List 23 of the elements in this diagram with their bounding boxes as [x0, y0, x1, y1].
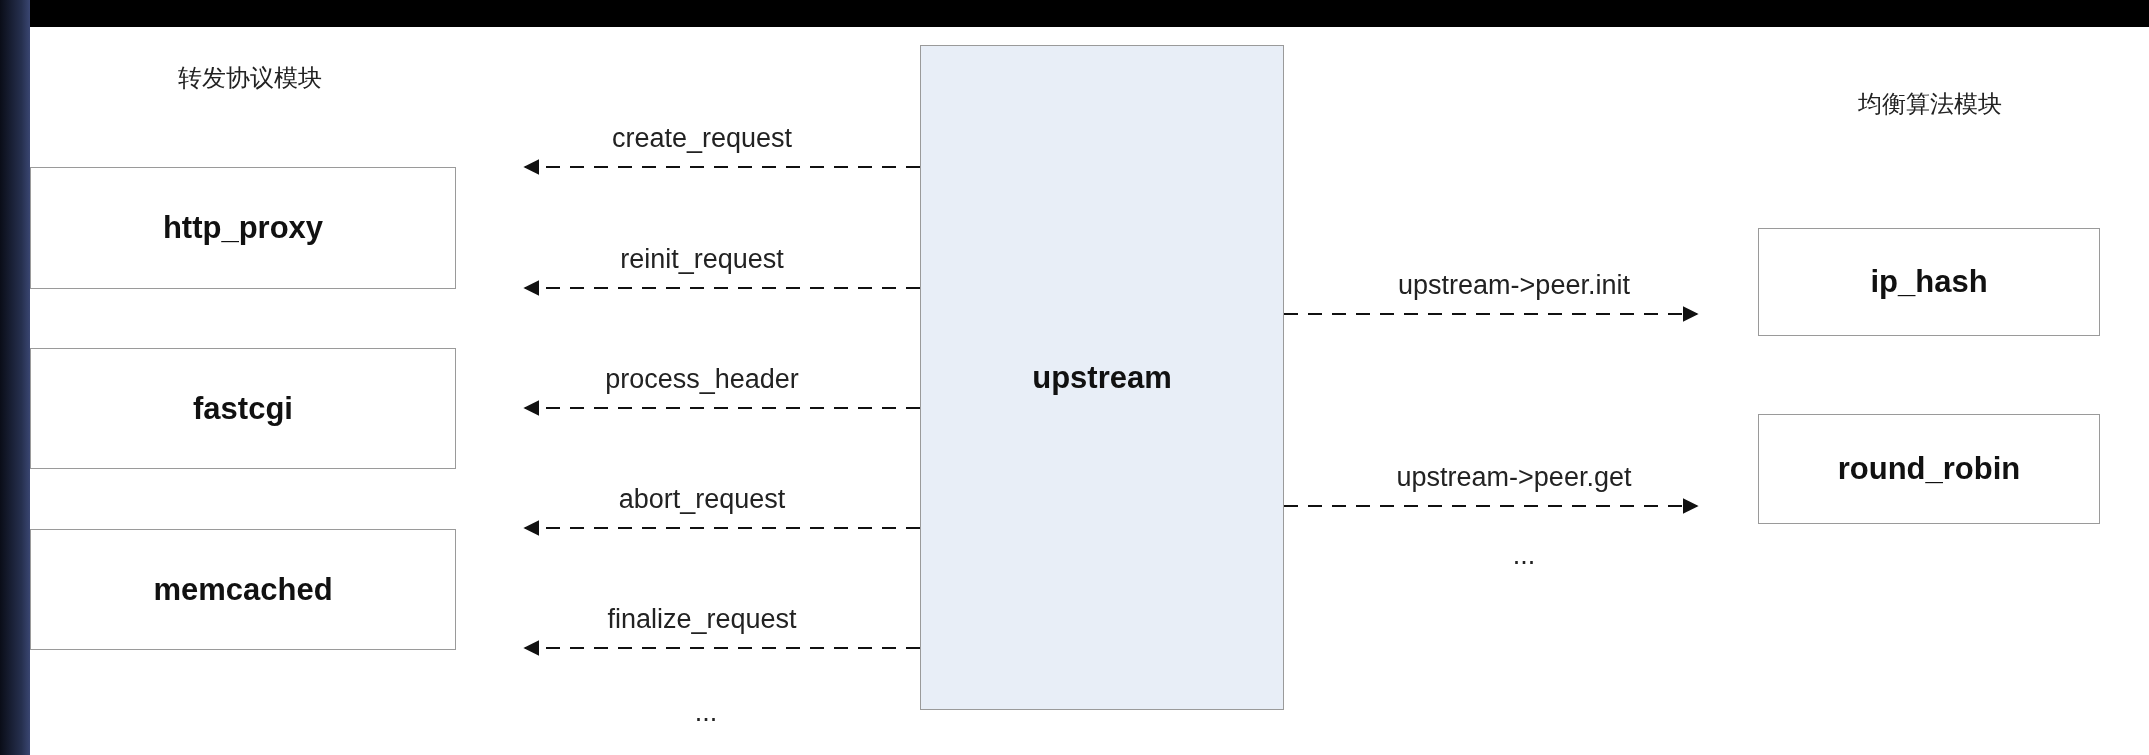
- dashed-arrow: [1283, 306, 1699, 322]
- module-name: upstream: [1032, 359, 1172, 396]
- ellipsis: ...: [694, 697, 718, 729]
- dashed-arrow: [523, 159, 921, 175]
- module-name: memcached: [153, 571, 333, 608]
- ellipsis: ...: [1512, 540, 1536, 572]
- dashed-arrow: [523, 640, 921, 656]
- module-name: fastcgi: [193, 390, 293, 427]
- module-box: [30, 529, 456, 650]
- module-box: [30, 348, 456, 469]
- module-name: round_robin: [1837, 451, 2021, 487]
- column-heading: 转发协议模块: [178, 64, 322, 92]
- module-box: [30, 167, 456, 289]
- module-box: [1758, 414, 2100, 524]
- module-name: http_proxy: [162, 210, 324, 246]
- upstream-box: [920, 45, 1284, 710]
- module-name: ip_hash: [1870, 264, 1988, 300]
- column-heading: 均衡算法模块: [1858, 90, 2002, 118]
- module-box: [1758, 228, 2100, 336]
- dashed-arrow: [523, 520, 921, 536]
- dashed-arrow: [523, 400, 921, 416]
- dashed-arrow: [1283, 498, 1699, 514]
- dashed-arrow: [523, 280, 921, 296]
